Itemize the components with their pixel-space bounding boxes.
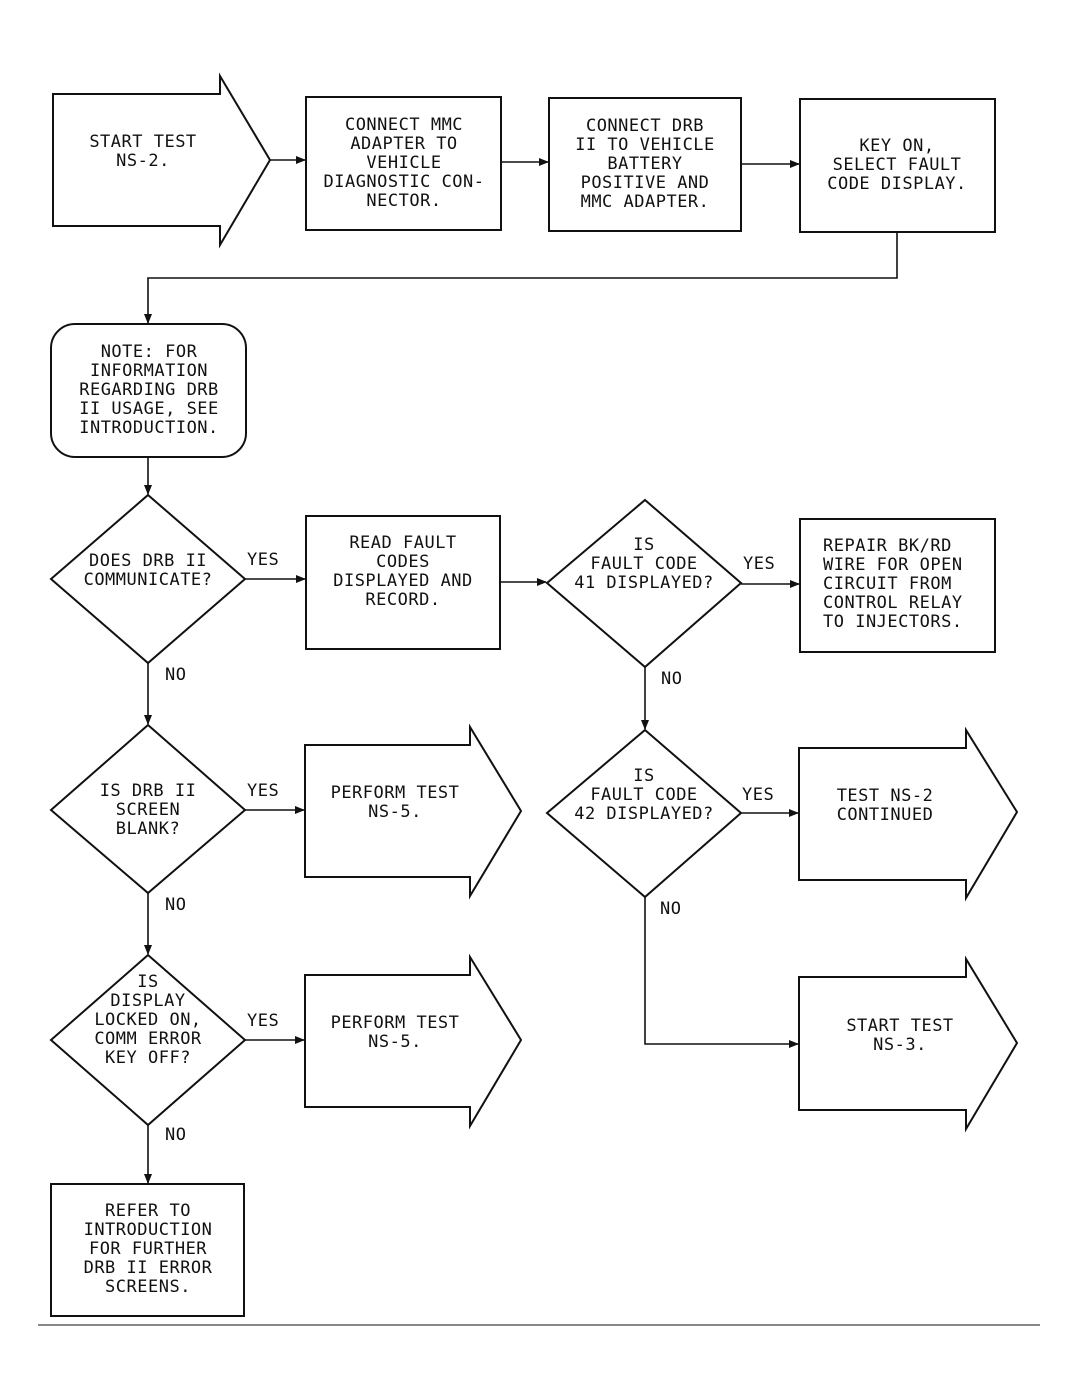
code42-no-label: NO bbox=[660, 899, 682, 919]
start-ns3-arrow-shape bbox=[798, 955, 1019, 1133]
code42-yes-label: YES bbox=[742, 785, 775, 805]
start-ns2-label: START TEST NS-2. bbox=[89, 132, 197, 171]
start-ns2-arrow-shape bbox=[52, 72, 272, 249]
start-ns3-label: START TEST NS-3. bbox=[846, 1016, 954, 1055]
refer-intro-box bbox=[50, 1183, 245, 1317]
connector-code42-no bbox=[644, 897, 799, 1048]
perform-ns5-a-arrow-shape bbox=[304, 723, 523, 900]
blank-label: IS DRB II SCREEN BLANK? bbox=[99, 781, 197, 839]
blank-yes-label: YES bbox=[247, 781, 280, 801]
perform-ns5-b-label: PERFORM TEST NS-5. bbox=[330, 1013, 460, 1052]
locked-no-label: NO bbox=[165, 1125, 187, 1145]
code41-yes-label: YES bbox=[743, 554, 776, 574]
connect-mmc-label: CONNECT MMC ADAPTER TO VEHICLE DIAGNOSTI… bbox=[323, 115, 485, 211]
connect-mmc-box bbox=[305, 96, 502, 231]
code41-label: IS FAULT CODE 41 DISPLAYED? bbox=[574, 535, 714, 593]
perform-ns5-a-label: PERFORM TEST NS-5. bbox=[330, 783, 460, 822]
locked-yes-label: YES bbox=[247, 1011, 280, 1031]
code42-label: IS FAULT CODE 42 DISPLAYED? bbox=[574, 766, 714, 824]
refer-intro-label: REFER TO INTRODUCTION FOR FURTHER DRB II… bbox=[83, 1201, 213, 1297]
ns2-continued-arrow-shape bbox=[798, 726, 1019, 902]
read-codes-label: READ FAULT CODES DISPLAYED AND RECORD. bbox=[333, 533, 473, 610]
locked-label: IS DISPLAY LOCKED ON, COMM ERROR KEY OFF… bbox=[94, 972, 202, 1068]
blank-no-label: NO bbox=[165, 895, 187, 915]
note-label: NOTE: FOR INFORMATION REGARDING DRB II U… bbox=[79, 342, 219, 438]
communicate-yes-label: YES bbox=[247, 550, 280, 570]
connect-drb-label: CONNECT DRB II TO VEHICLE BATTERY POSITI… bbox=[575, 116, 715, 212]
connector-key-to-note bbox=[144, 232, 898, 324]
perform-ns5-b-arrow-shape bbox=[304, 953, 523, 1130]
communicate-no-label: NO bbox=[165, 665, 187, 685]
communicate-label: DOES DRB II COMMUNICATE? bbox=[83, 551, 213, 590]
repair-wire-box bbox=[799, 518, 996, 653]
repair-wire-label: REPAIR BK/RD WIRE FOR OPEN CIRCUIT FROM … bbox=[823, 536, 963, 632]
code41-no-label: NO bbox=[661, 669, 683, 689]
key-on-label: KEY ON, SELECT FAULT CODE DISPLAY. bbox=[827, 136, 967, 194]
ns2-continued-label: TEST NS-2 CONTINUED bbox=[836, 786, 934, 825]
